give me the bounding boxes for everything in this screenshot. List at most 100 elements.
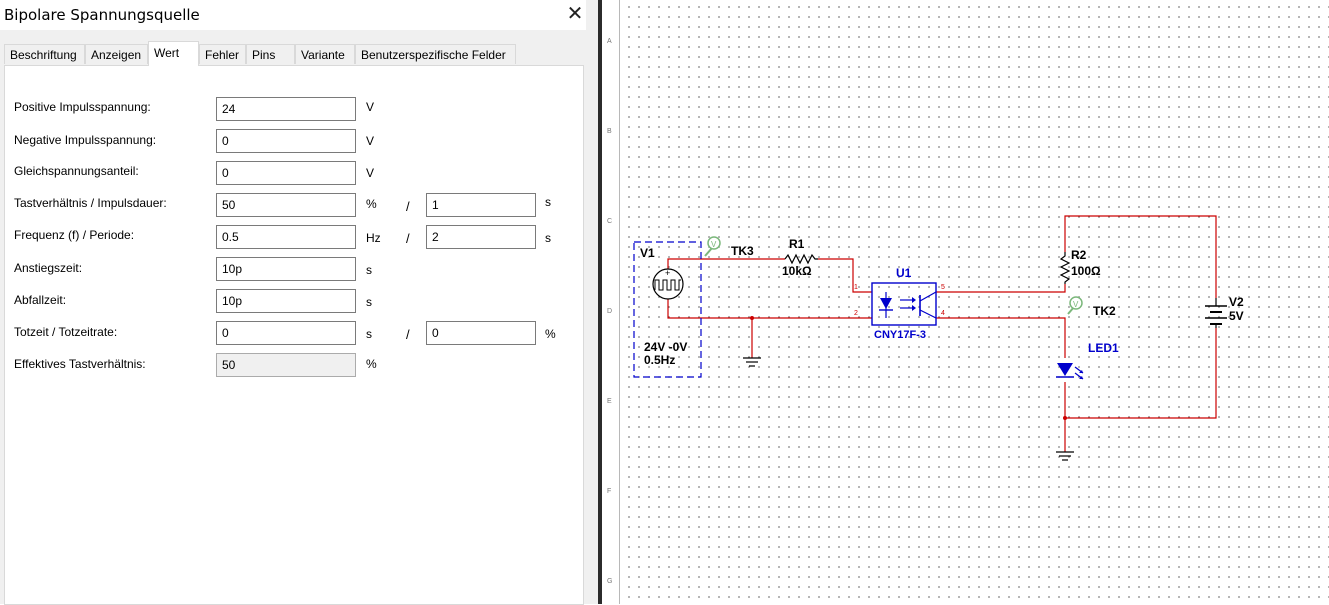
- battery-v2[interactable]: V2 5V: [1205, 295, 1244, 328]
- dead-time-input[interactable]: 0: [216, 321, 356, 345]
- frequency-input[interactable]: 0.5: [216, 225, 356, 249]
- ruler-letter: F: [607, 488, 612, 495]
- r2-label: R2: [1071, 248, 1087, 262]
- tab-variante[interactable]: Variante: [295, 44, 355, 64]
- dc-offset-label: Gleichspannungsanteil:: [14, 164, 139, 178]
- period-unit: s: [545, 231, 551, 245]
- tab-fehler[interactable]: Fehler: [199, 44, 246, 64]
- pulse-width-input[interactable]: 1: [426, 193, 536, 217]
- duty-cycle-unit: %: [366, 197, 377, 211]
- fall-time-input[interactable]: 10p: [216, 289, 356, 313]
- u1-pin5: 5: [941, 284, 945, 291]
- properties-dialog: Bipolare Spannungsquelle ✕ Beschriftung …: [0, 0, 596, 605]
- wire-v2-return: [1065, 328, 1217, 419]
- probe-icon: V: [1073, 300, 1079, 309]
- positive-pulse-voltage-unit: V: [366, 100, 375, 114]
- fall-time-unit: s: [366, 295, 372, 309]
- ground-icon: [743, 357, 761, 367]
- ruler-letter: D: [607, 308, 613, 315]
- schematic-canvas[interactable]: [602, 0, 1329, 604]
- r1-label: R1: [789, 237, 805, 251]
- r1-value: 10kΩ: [782, 264, 812, 278]
- wire-v1-return: [667, 298, 872, 319]
- ruler-letter: G: [607, 578, 613, 585]
- u1-part: CNY17F-3: [874, 329, 926, 341]
- tab-wert[interactable]: Wert: [148, 41, 199, 66]
- u1-pin1: 1: [854, 284, 858, 291]
- dead-time-unit: s: [366, 327, 372, 341]
- frequency-label: Frequenz (f) / Periode:: [14, 228, 135, 242]
- u1-pin2: 2: [854, 310, 858, 317]
- effective-duty-cycle-unit: %: [366, 357, 377, 371]
- fall-time-label: Abfallzeit:: [14, 293, 67, 307]
- ruler-letter: C: [607, 218, 613, 225]
- probe-tk2[interactable]: V TK2: [1067, 296, 1116, 318]
- negative-pulse-voltage-input[interactable]: 0: [216, 129, 356, 153]
- sheet-ruler: A B C D E F G: [602, 0, 620, 604]
- rise-time-unit: s: [366, 263, 372, 277]
- wire-r2-v2: [1064, 215, 1217, 298]
- period-input[interactable]: 2: [426, 225, 536, 249]
- close-icon[interactable]: ✕: [566, 3, 584, 25]
- workspace-border: [598, 0, 602, 604]
- effective-duty-cycle-field: 50: [216, 353, 356, 377]
- v2-value: 5V: [1229, 309, 1244, 323]
- duty-separator: /: [406, 199, 410, 214]
- led-led1[interactable]: LED1: [1056, 341, 1119, 380]
- effective-duty-cycle-label: Effektives Tastverhältnis:: [14, 357, 146, 371]
- tab-pins[interactable]: Pins: [246, 44, 295, 64]
- ruler-letter: E: [607, 398, 612, 405]
- v1-frequency: 0.5Hz: [644, 353, 675, 367]
- dialog-title: Bipolare Spannungsquelle: [4, 6, 200, 24]
- wires: [667, 215, 1217, 452]
- frequency-unit: Hz: [366, 231, 381, 245]
- probe-icon: V: [711, 240, 717, 249]
- v1-label: V1: [640, 246, 655, 260]
- v1-source[interactable]: + V1 24V -0V 0.5Hz: [633, 241, 702, 378]
- pulse-width-unit: s: [545, 195, 551, 209]
- rise-time-label: Anstiegszeit:: [14, 261, 83, 275]
- ground-icon: [1056, 451, 1074, 461]
- v2-label: V2: [1229, 295, 1244, 309]
- dc-offset-unit: V: [366, 166, 375, 180]
- frequency-separator: /: [406, 231, 410, 246]
- led1-label: LED1: [1088, 341, 1119, 355]
- r2-value: 100Ω: [1071, 264, 1101, 278]
- tab-beschriftung[interactable]: Beschriftung: [4, 44, 85, 64]
- tab-benutzerspezifische-felder[interactable]: Benutzerspezifische Felder: [355, 44, 516, 64]
- u1-label: U1: [896, 266, 912, 280]
- tk2-label: TK2: [1093, 304, 1116, 318]
- wire-u1-r2: [936, 284, 1066, 293]
- window-separator: [586, 0, 598, 604]
- ruler-letter: B: [607, 128, 612, 135]
- dead-time-label: Totzeit / Totzeitrate:: [14, 325, 118, 339]
- negative-pulse-voltage-unit: V: [366, 134, 375, 148]
- probe-tk3[interactable]: V TK3: [704, 236, 754, 258]
- wire-u1-led: [936, 317, 1066, 358]
- resistor-r1[interactable]: R1 10kΩ: [782, 237, 818, 278]
- dead-time-rate-input[interactable]: 0: [426, 321, 536, 345]
- resistor-r2[interactable]: R2 100Ω: [1059, 248, 1101, 284]
- optocoupler-u1[interactable]: U1 CNY17F-3 1 2 5 4: [854, 266, 945, 341]
- svg-text:+: +: [665, 268, 670, 278]
- junction-dot: [1063, 416, 1067, 420]
- v1-value: 24V -0V: [644, 340, 687, 354]
- negative-pulse-voltage-label: Negative Impulsspannung:: [14, 133, 157, 147]
- duty-cycle-input[interactable]: 50: [216, 193, 356, 217]
- wire-r1-u1: [818, 258, 872, 293]
- dc-offset-input[interactable]: 0: [216, 161, 356, 185]
- positive-pulse-voltage-input[interactable]: 24: [216, 97, 356, 121]
- ruler-letter: A: [607, 38, 612, 45]
- u1-pin4: 4: [941, 310, 945, 317]
- junction-dot: [750, 316, 754, 320]
- dead-time-rate-unit: %: [545, 327, 556, 341]
- duty-cycle-label: Tastverhältnis / Impulsdauer:: [14, 196, 167, 210]
- tk3-label: TK3: [731, 244, 754, 258]
- tab-anzeigen[interactable]: Anzeigen: [85, 44, 148, 64]
- title-bar: Bipolare Spannungsquelle ✕: [0, 0, 596, 30]
- dead-time-separator: /: [406, 327, 410, 342]
- rise-time-input[interactable]: 10p: [216, 257, 356, 281]
- wire-tk3: [667, 258, 785, 270]
- positive-pulse-voltage-label: Positive Impulsspannung:: [14, 100, 151, 114]
